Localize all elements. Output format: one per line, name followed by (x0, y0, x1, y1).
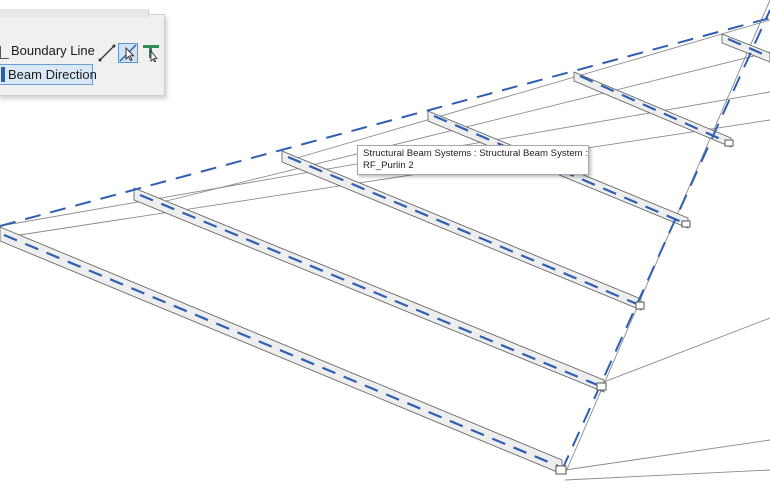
boundary-lines (0, 9, 770, 471)
element-tooltip: Structural Beam Systems : Structural Bea… (357, 145, 589, 175)
pick-lines-icon (119, 44, 137, 62)
pick-supports-icon (143, 45, 159, 62)
beam-centerline (727, 37, 770, 59)
beam (133, 187, 605, 393)
line-tool-button[interactable] (97, 43, 117, 63)
draw-panel: Boundary Line Beam Direction (0, 9, 165, 96)
boundary-line-label: Boundary Line (11, 42, 95, 58)
beam-end (635, 301, 645, 310)
reference-line (289, 19, 770, 161)
boundary-line-icon (0, 45, 9, 59)
reference-line (595, 317, 770, 386)
boundary-line-button[interactable]: Boundary Line (0, 40, 95, 60)
reference-line (564, 0, 770, 475)
beam-end (596, 382, 607, 391)
boundary-line-right (561, 9, 770, 471)
beam-end-markers (555, 139, 734, 475)
beam-centerline (3, 233, 559, 468)
reference-line (564, 469, 770, 481)
line-icon (98, 44, 116, 62)
beam-direction-icon (1, 67, 5, 82)
pick-supports-button[interactable] (141, 43, 161, 63)
beam-end (681, 220, 691, 228)
beam-centerline (139, 193, 601, 388)
panel-tab (0, 9, 149, 17)
tooltip-line-1: Structural Beam Systems : Structural Bea… (363, 148, 588, 159)
beam-direction-button[interactable]: Beam Direction (0, 64, 97, 85)
beam-centerlines (3, 37, 770, 468)
beam-direction-label: Beam Direction (8, 67, 97, 82)
purlins (0, 33, 770, 475)
beam-centerline (287, 155, 638, 306)
beam-end (724, 139, 734, 147)
reference-line (0, 119, 770, 239)
beam-end (555, 465, 567, 475)
tooltip-line-2: RF_Purlin 2 (363, 160, 414, 171)
beam-centerline (579, 74, 728, 144)
pick-lines-button[interactable] (118, 43, 138, 63)
reference-line (564, 439, 770, 471)
boundary-line-top (0, 17, 770, 227)
